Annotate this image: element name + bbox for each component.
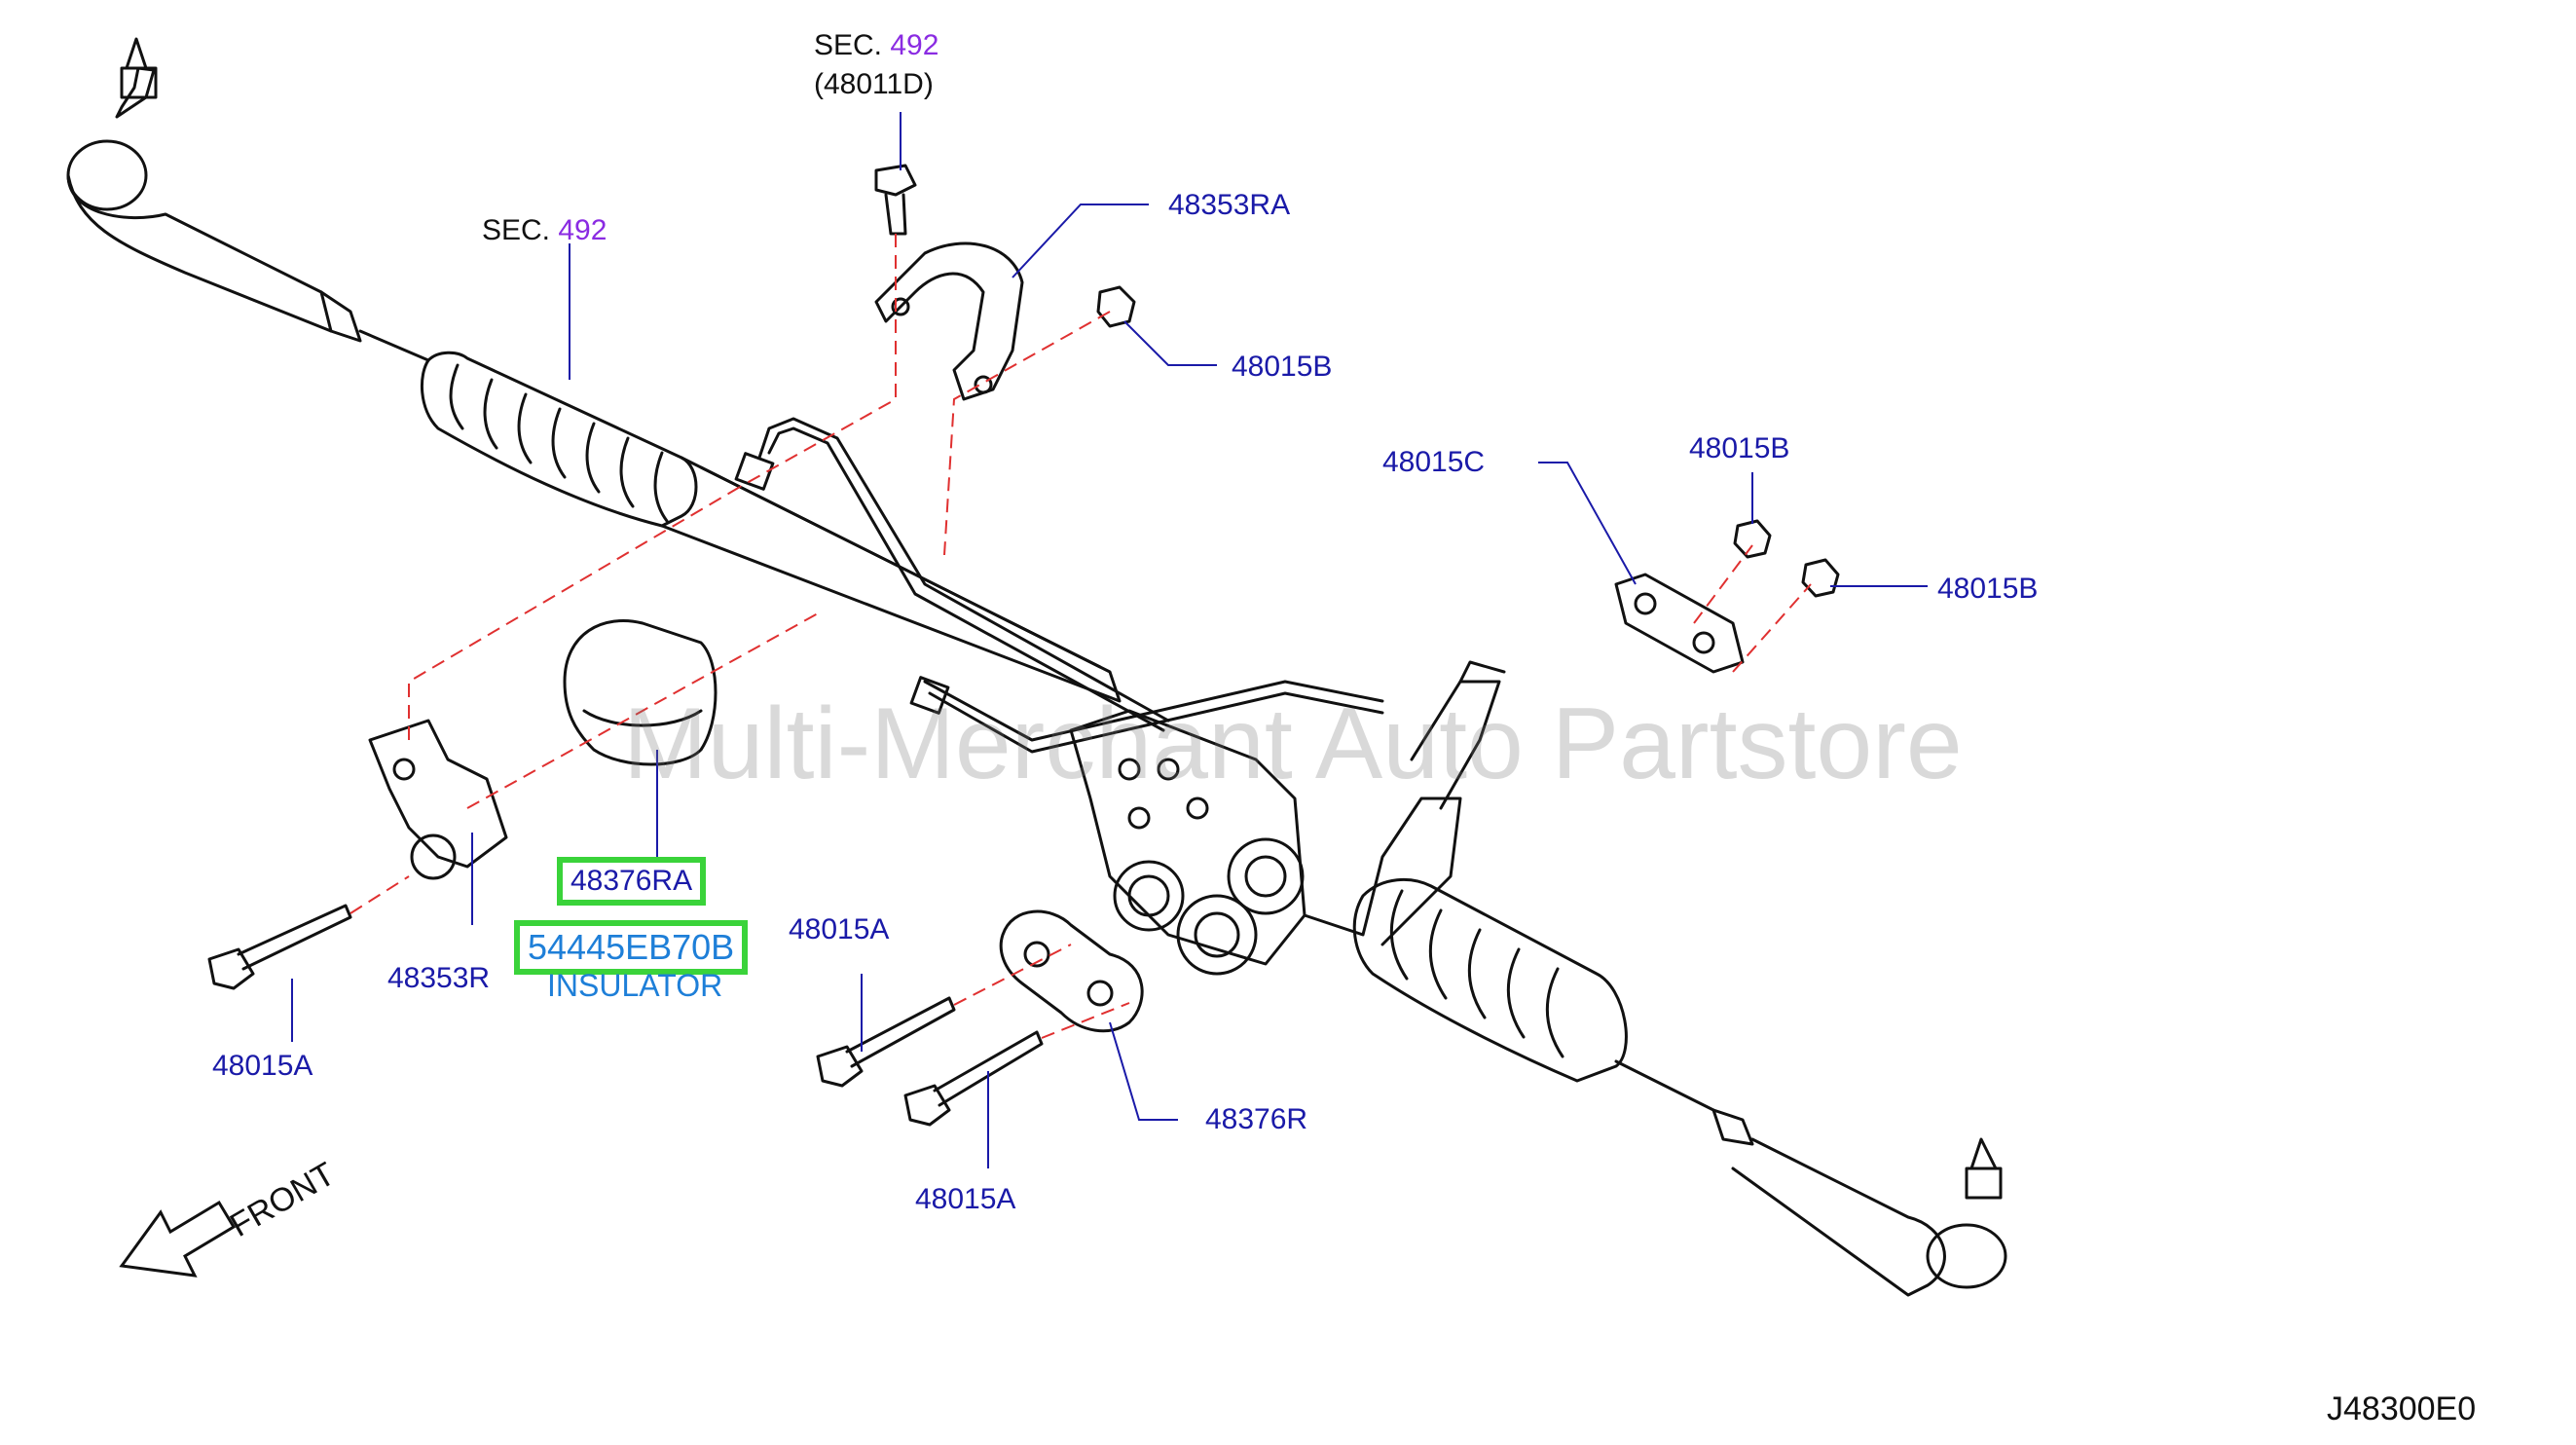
leader-lines xyxy=(291,112,1928,1168)
left-inner-tie-rod xyxy=(358,329,430,362)
label-sec-top-num: 492 xyxy=(890,29,939,61)
label-48015A-c: 48015A xyxy=(915,1183,1016,1215)
label-48376RA: 48376RA xyxy=(557,857,707,906)
left-clamp xyxy=(368,719,508,880)
left-boot xyxy=(420,351,698,528)
rack-tube xyxy=(660,456,1122,703)
label-48015C: 48015C xyxy=(1382,446,1486,478)
label-sec-top: SEC. 492 xyxy=(814,29,939,61)
top-bolt xyxy=(874,164,917,236)
right-tie-rod-end xyxy=(1614,1059,2007,1297)
gear-housing xyxy=(1069,660,1506,976)
shim-plate xyxy=(999,909,1144,1033)
label-54445EB70B: 54445EB70B xyxy=(514,920,749,975)
bracket-plate xyxy=(1614,573,1745,674)
upper-clamp xyxy=(874,241,1024,401)
label-48015B-a: 48015B xyxy=(1232,351,1333,383)
insulator-bushing xyxy=(563,619,718,766)
label-48015A-b: 48015A xyxy=(789,913,890,945)
label-sec-top-ref: (48011D) xyxy=(814,68,934,100)
label-48376R: 48376R xyxy=(1205,1103,1308,1135)
front-arrow-icon xyxy=(119,1200,237,1278)
label-48353RA: 48353RA xyxy=(1168,189,1291,221)
label-sec-left: SEC. 492 xyxy=(482,214,607,246)
label-insulator: INSULATOR xyxy=(547,968,723,1003)
right-boot xyxy=(1352,877,1628,1083)
nuts xyxy=(1096,285,1840,598)
alignment-dash-lines xyxy=(350,234,1812,1039)
drawing-code: J48300E0 xyxy=(2327,1390,2477,1427)
bolts-48015a xyxy=(207,904,1044,1127)
watermark: Multi-Merchant Auto Partstore xyxy=(623,687,1963,800)
label-48015B-c: 48015B xyxy=(1937,573,2039,605)
left-tie-rod-end xyxy=(66,37,362,343)
label-48353R: 48353R xyxy=(387,962,491,994)
label-48015B-b: 48015B xyxy=(1689,432,1790,464)
label-sec-left-num: 492 xyxy=(558,214,607,246)
label-48015A-a: 48015A xyxy=(212,1050,313,1082)
